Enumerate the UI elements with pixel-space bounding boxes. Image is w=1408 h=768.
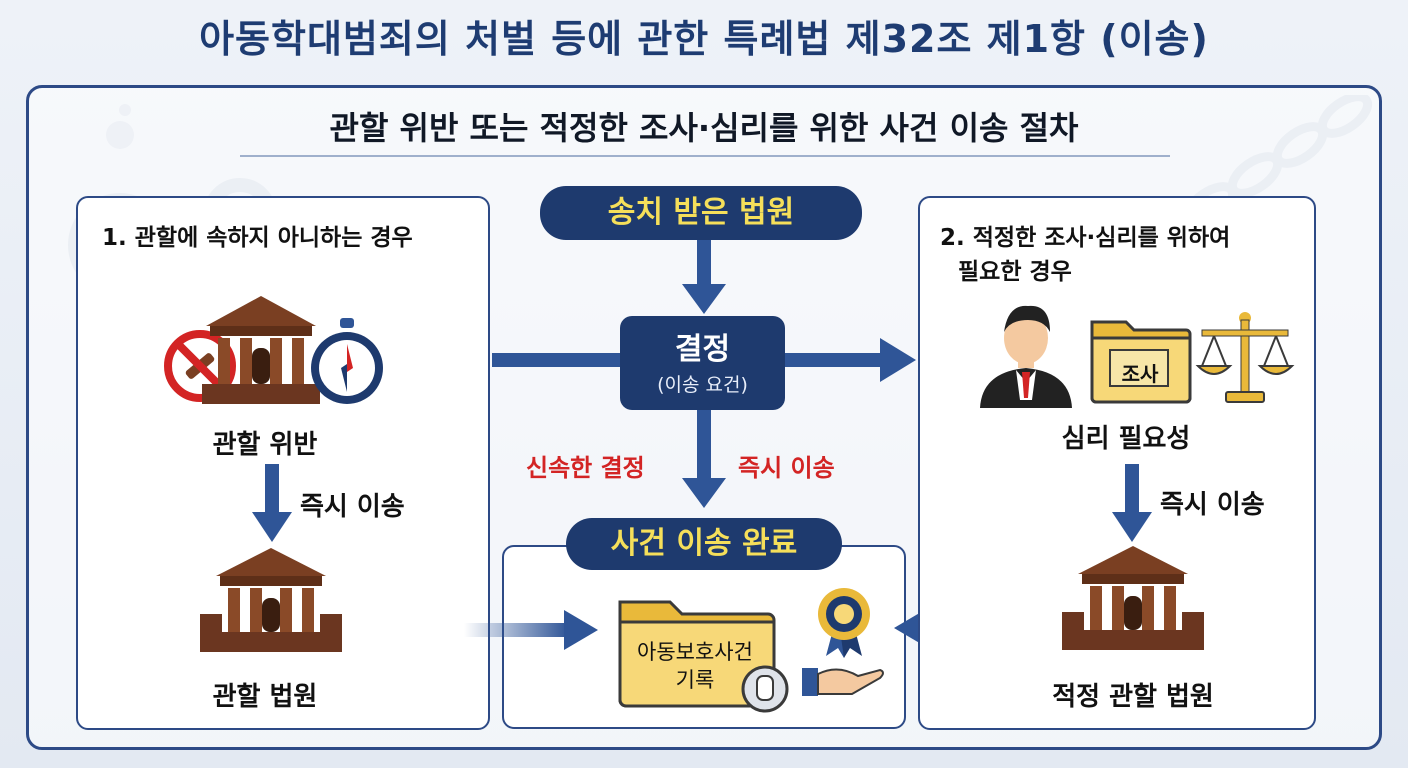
right-court-label: 적정 관할 법원 [1052,682,1214,712]
left-panel-title: 1. 관할에 속하지 아니하는 경우 [102,225,413,251]
compass-icon [311,318,383,404]
decision-node: 결정 (이송 요건) [620,316,785,410]
horizontal-arrow [492,338,916,382]
subtitle-divider [240,155,1170,157]
hand-icon [802,668,884,696]
no-sign-icon [164,330,236,402]
immediate-transfer-label: 즉시 이송 [738,454,835,482]
start-node: 송치 받은 법원 [540,186,862,240]
judge-icon [980,305,1072,408]
down-arrow-2 [682,410,726,508]
right-panel-title-line1: 2. 적정한 조사·심리를 위하여 [940,225,1231,251]
swift-decision-label: 신속한 결정 [526,454,645,482]
end-node: 사건 이송 완료 [566,518,842,570]
folder-text-line1: 아동보호사건 [637,640,753,664]
left-down-arrow [252,464,292,542]
decision-main-label: 결정 [674,332,731,367]
investigation-tag: 조사 [1121,362,1159,386]
right-panel-title-line2: 필요한 경우 [958,259,1072,285]
left-violation-label: 관할 위반 [212,430,318,460]
folder-icon [1090,320,1192,404]
page-title: 아동학대범죄의 처벌 등에 관한 특례법 제32조 제1항 (이송) [199,17,1209,61]
court-building-icon [200,548,342,652]
stop-hand-icon [741,665,789,713]
court-building-icon [1062,546,1204,650]
folder-text-line2: 기록 [675,668,715,692]
right-down-arrow [1112,464,1152,542]
page-subtitle: 관할 위반 또는 적정한 조사·심리를 위한 사건 이송 절차 [329,109,1079,147]
left-court-label: 관할 법원 [212,682,318,712]
arrow-left-to-result [464,610,598,650]
award-badge-icon [818,588,870,658]
right-transfer-label: 즉시 이송 [1160,490,1265,520]
left-transfer-label: 즉시 이송 [300,492,405,522]
court-building-icon [202,296,320,404]
need-label: 심리 필요성 [1061,424,1191,454]
down-arrow-1 [682,240,726,314]
scales-icon [1195,312,1295,403]
decision-sub-label: (이송 요건) [657,374,748,396]
